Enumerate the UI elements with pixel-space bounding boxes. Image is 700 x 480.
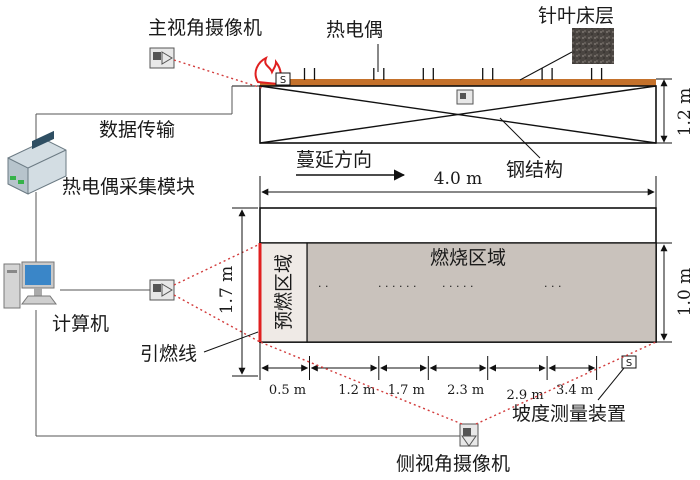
side-camera-label: 侧视角摄像机 — [396, 453, 510, 475]
steel-frame — [259, 85, 657, 144]
tc-module-icon — [7, 130, 67, 195]
spread-direction-label: 蔓延方向 — [296, 149, 372, 171]
thermocouple-position-labels: 0.5 m 1.2 m 1.7 m 2.3 m 2.9 m 3.4 m — [269, 383, 593, 403]
front-camera-view-line — [173, 59, 263, 89]
needle-bed-sample-icon — [572, 28, 614, 64]
left-camera-view-top — [173, 243, 261, 286]
probe-dots-3: · · · · · — [442, 280, 473, 293]
left-camera-view-bottom — [173, 294, 261, 343]
preburn-zone-label: 预燃区域 — [273, 254, 295, 330]
slope-sensor-top — [275, 72, 291, 86]
slope-sensor-bottom-label: S — [626, 358, 632, 369]
probe-dots-4: · · · — [544, 280, 561, 293]
front-camera-label: 主视角摄像机 — [148, 17, 262, 39]
steel-leader — [499, 117, 541, 159]
probe-dots-1: · · — [318, 280, 329, 293]
thermocouple-probes — [303, 68, 603, 80]
total-width-label: 1.7 m — [217, 266, 237, 315]
burn-zone-label: 燃烧区域 — [430, 247, 506, 269]
position-label: 0.5 m — [269, 383, 306, 398]
slope-device-label: 坡度测量装置 — [512, 403, 626, 425]
length-dimension-label: 4.0 m — [434, 169, 483, 189]
position-label: 1.7 m — [388, 383, 425, 398]
frame-diagonal-2 — [259, 85, 657, 144]
computer-icon — [3, 261, 57, 309]
data-transfer-label: 数据传输 — [99, 119, 175, 141]
left-camera-icon — [149, 279, 175, 301]
tc-module-label: 热电偶采集模块 — [62, 176, 195, 198]
side-camera-view-left — [259, 341, 463, 425]
probe-dots-2: · · · · · · — [378, 280, 416, 293]
position-label: 3.4 m — [556, 383, 593, 398]
height-dimension-label: 1.2 m — [675, 88, 695, 137]
front-camera-icon — [149, 47, 175, 69]
needle-bed-label: 针叶床层 — [538, 5, 614, 27]
thermocouple-position-ticks — [261, 356, 598, 380]
steel-structure-label: 钢结构 — [506, 159, 563, 181]
thermocouple-label: 热电偶 — [326, 19, 383, 41]
needle-bed-leader — [519, 51, 573, 81]
burn-zone-area — [306, 242, 657, 343]
position-label: 1.2 m — [338, 383, 375, 398]
position-label: 2.9 m — [507, 388, 544, 403]
camera-under-bed-icon — [456, 89, 474, 105]
fuel-bed-strip — [260, 79, 656, 86]
position-label: 2.3 m — [447, 383, 484, 398]
side-camera-icon — [459, 423, 479, 447]
preburn-zone-area — [259, 242, 308, 343]
slope-sensor-bottom — [621, 355, 637, 369]
fuel-width-label: 1.0 m — [675, 268, 695, 317]
slope-sensor-top-label: S — [280, 75, 286, 86]
ignition-leader — [203, 331, 259, 353]
ignition-line-label: 引燃线 — [140, 343, 197, 365]
flame-icon — [254, 55, 282, 86]
computer-label: 计算机 — [52, 313, 109, 335]
